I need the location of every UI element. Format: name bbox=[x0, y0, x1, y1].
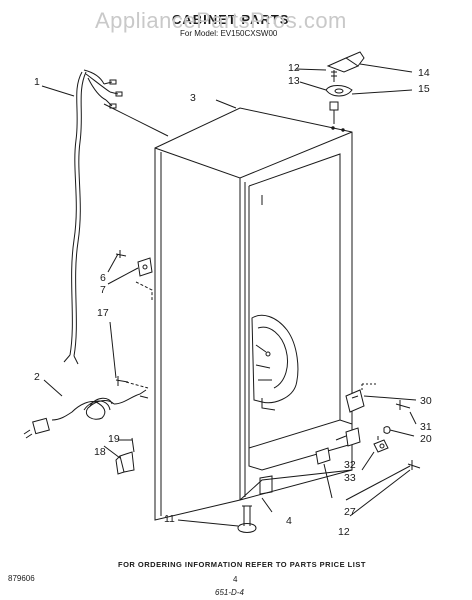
callout-2: 2 bbox=[34, 371, 40, 383]
callout-27: 27 bbox=[344, 506, 356, 518]
bracket-6-7 bbox=[115, 250, 153, 277]
callout-11: 11 bbox=[164, 513, 175, 525]
callout-17: 17 bbox=[97, 307, 109, 319]
power-cord bbox=[23, 389, 149, 439]
leader-14 bbox=[359, 63, 413, 73]
model-subtitle: For Model: EV150CXSW00 bbox=[180, 29, 278, 38]
leader-18 bbox=[103, 445, 121, 459]
ordering-note: FOR ORDERING INFORMATION REFER TO PARTS … bbox=[118, 560, 366, 569]
bracket-30-31 bbox=[345, 383, 411, 413]
dashed-6-7 bbox=[135, 281, 153, 300]
screw-17 bbox=[115, 376, 129, 386]
top-hinge-assembly bbox=[325, 51, 365, 132]
callout-7: 7 bbox=[100, 284, 106, 296]
callout-31: 31 bbox=[420, 421, 432, 433]
callout-12-top: 12 bbox=[288, 62, 300, 74]
leader-12a bbox=[295, 68, 327, 71]
callout-6: 6 bbox=[100, 272, 106, 284]
callout-30: 30 bbox=[420, 395, 432, 407]
leveling-leg bbox=[237, 505, 257, 533]
leader-27 bbox=[323, 463, 333, 499]
callout-33: 33 bbox=[344, 472, 356, 484]
wiring-harness bbox=[63, 69, 123, 365]
callout-1: 1 bbox=[34, 76, 40, 88]
handwritten-code: 651-D-4 bbox=[215, 588, 244, 597]
rear-compartment bbox=[251, 314, 299, 411]
callout-18: 18 bbox=[94, 446, 106, 458]
leader-27b bbox=[345, 465, 411, 501]
leader-30 bbox=[363, 395, 417, 401]
leader-3 bbox=[215, 99, 237, 109]
callout-20: 20 bbox=[420, 433, 432, 445]
clip-18-19 bbox=[115, 437, 135, 475]
callout-19: 19 bbox=[108, 433, 120, 445]
leader-20 bbox=[389, 429, 415, 437]
leader-7 bbox=[107, 267, 139, 285]
callout-32: 32 bbox=[344, 459, 356, 471]
diagram-title: CABINET PARTS bbox=[172, 12, 290, 27]
leader-31 bbox=[409, 411, 417, 425]
leader-15 bbox=[351, 89, 413, 95]
callout-4: 4 bbox=[286, 515, 292, 527]
leader-13 bbox=[299, 81, 327, 91]
leader-33 bbox=[361, 451, 375, 471]
leader-17 bbox=[109, 321, 117, 379]
part-number: 879606 bbox=[8, 574, 35, 583]
callout-13: 13 bbox=[288, 75, 300, 87]
callout-12-bottom: 12 bbox=[338, 526, 350, 538]
page-number: 4 bbox=[233, 575, 238, 584]
leader-2 bbox=[43, 379, 63, 397]
dashed-17 bbox=[125, 381, 149, 389]
leader-6 bbox=[107, 253, 119, 273]
callout-15: 15 bbox=[418, 83, 430, 95]
callout-14: 14 bbox=[418, 67, 430, 79]
leader-11 bbox=[177, 519, 239, 527]
leader-12b bbox=[349, 469, 411, 517]
leader-4 bbox=[261, 497, 273, 513]
callout-3: 3 bbox=[190, 92, 196, 104]
leader-harness-cabinet bbox=[103, 103, 169, 137]
watermark: AppliancePartsPros.com bbox=[95, 8, 347, 33]
leader-1 bbox=[41, 85, 75, 97]
bracket-27-12 bbox=[315, 447, 421, 470]
